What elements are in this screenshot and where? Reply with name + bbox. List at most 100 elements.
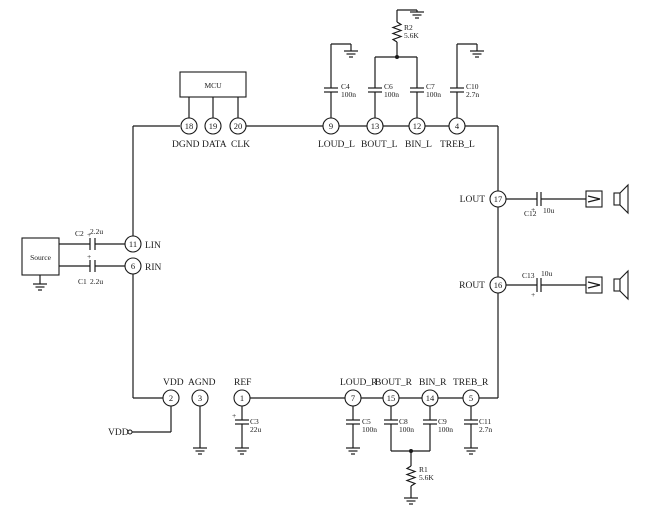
- c1-value: 2.2u: [90, 277, 103, 286]
- svg-text:5: 5: [469, 393, 473, 403]
- polarity-mark: +: [87, 230, 91, 239]
- pin-label: TREB_R: [453, 378, 489, 388]
- capacitor-c2: + C2 2.2u: [75, 227, 103, 250]
- c2-value: 2.2u: [90, 227, 103, 236]
- svg-text:20: 20: [234, 121, 243, 131]
- c11-value: 2.7n: [479, 425, 492, 434]
- ground-icon: [464, 447, 478, 455]
- c6-ref: C6: [384, 82, 393, 91]
- pin-18: 18 DGND: [172, 117, 200, 150]
- pin-16: 16 ROUT: [459, 276, 507, 294]
- pin-label: AGND: [188, 378, 216, 388]
- lout-output: + C12 10u: [506, 183, 629, 218]
- c13-value: 10u: [541, 269, 553, 278]
- r1-value: 5.6K: [419, 473, 434, 482]
- source-block: Source: [21, 237, 125, 291]
- pin-3: 3 AGND: [188, 378, 216, 407]
- chip-outline: [132, 125, 499, 399]
- pin-label: TREB_L: [440, 140, 475, 150]
- c4-ref: C4: [341, 82, 350, 91]
- c7-value: 100n: [426, 90, 441, 99]
- vdd-network: VDD: [108, 406, 172, 438]
- pin-label: CLK: [231, 140, 250, 150]
- pin-label: BOUT_L: [361, 140, 398, 150]
- bass-left-network: R2 5.6K C6 100n C7 100n: [368, 9, 441, 118]
- c11-network: C11 2.7n: [464, 406, 492, 455]
- svg-text:12: 12: [413, 121, 422, 131]
- agnd-network: [193, 406, 207, 455]
- pin-2: 2 VDD: [162, 378, 184, 407]
- ground-icon: [470, 50, 484, 58]
- ground-icon: [193, 447, 207, 455]
- c2-ref: C2: [75, 229, 84, 238]
- ground-icon: [33, 283, 47, 291]
- pin-19: 19 DATA: [202, 117, 227, 150]
- pin-label: ROUT: [459, 281, 485, 291]
- pin-11: 11 LIN: [124, 235, 161, 253]
- svg-text:18: 18: [185, 121, 194, 131]
- c5-value: 100n: [362, 425, 377, 434]
- pin-4: 4 TREB_L: [440, 117, 475, 150]
- mcu-block: MCU: [179, 71, 247, 118]
- speaker-icon: [585, 183, 629, 215]
- c3-ref: C3: [250, 417, 259, 426]
- c11-ref: C11: [479, 417, 491, 426]
- r2-value: 5.6K: [404, 31, 419, 40]
- c10-network: C10 2.7n: [450, 43, 484, 118]
- polarity-mark: +: [232, 411, 236, 420]
- pin-15: 15 BOUT_R: [375, 378, 413, 407]
- svg-text:4: 4: [455, 121, 460, 131]
- ref-network: + C3 22u: [232, 406, 262, 455]
- pin-6: 6 RIN: [124, 257, 162, 275]
- pin-13: 13 BOUT_L: [361, 117, 398, 150]
- ground-icon: [235, 447, 249, 455]
- capacitor-c1: + C1 2.2u: [78, 252, 103, 286]
- pin-label: LIN: [145, 241, 161, 251]
- bass-right-network: R1 5.6K C8 100n C9 100n: [361, 397, 463, 505]
- pin-label: BIN_R: [419, 378, 447, 388]
- pin-9: 9 LOUD_L: [318, 117, 355, 150]
- r2-ref: R2: [404, 23, 413, 32]
- c3-value: 22u: [250, 425, 262, 434]
- pin-label: REF: [234, 378, 251, 388]
- pin-label: LOUT: [460, 195, 486, 205]
- ground-icon: [344, 50, 358, 58]
- pin-20: 20 CLK: [229, 117, 250, 150]
- pin-17: 17 LOUT: [460, 190, 507, 208]
- c8-value: 100n: [399, 425, 414, 434]
- svg-text:9: 9: [329, 121, 333, 131]
- pin-label: VDD: [163, 378, 184, 388]
- c4-value: 100n: [341, 90, 356, 99]
- c13-ref: C13: [522, 271, 535, 280]
- pin-7: 7 LOUD_R: [340, 378, 378, 407]
- c12-ref: C12: [524, 209, 537, 218]
- c10-ref: C10: [466, 82, 479, 91]
- ground-icon: [404, 497, 418, 505]
- pin-5: 5 TREB_R: [453, 378, 489, 407]
- polarity-mark: +: [531, 290, 535, 299]
- svg-text:3: 3: [198, 393, 202, 403]
- pin-14: 14 BIN_R: [419, 378, 447, 407]
- svg-text:14: 14: [426, 393, 435, 403]
- c9-ref: C9: [438, 417, 447, 426]
- c8-ref: C8: [399, 417, 408, 426]
- ground-icon: [410, 11, 424, 19]
- c12-value: 10u: [543, 206, 555, 215]
- pin-label: BIN_L: [405, 140, 432, 150]
- pin-label: BOUT_R: [375, 378, 413, 388]
- svg-text:7: 7: [351, 393, 355, 403]
- c4-network: C4 100n: [324, 43, 358, 118]
- ground-icon: [346, 447, 360, 455]
- svg-text:17: 17: [494, 194, 503, 204]
- polarity-mark: +: [531, 205, 535, 214]
- c5-ref: C5: [362, 417, 371, 426]
- vdd-port-label: VDD: [108, 428, 129, 438]
- svg-text:2: 2: [169, 393, 173, 403]
- c7-ref: C7: [426, 82, 435, 91]
- speaker-icon: [585, 269, 629, 301]
- c1-ref: C1: [78, 277, 87, 286]
- pin-1: 1 REF: [233, 378, 251, 407]
- svg-text:13: 13: [371, 121, 380, 131]
- pin-12: 12 BIN_L: [405, 117, 432, 150]
